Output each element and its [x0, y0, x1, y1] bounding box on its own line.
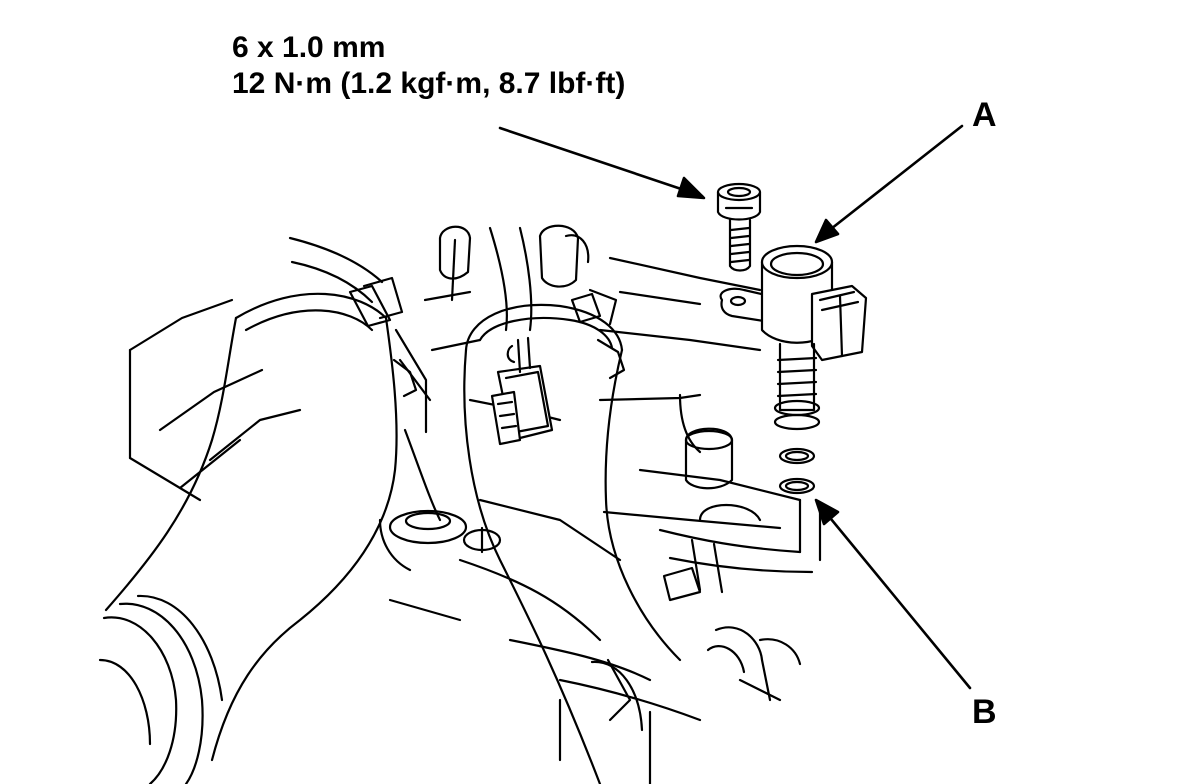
solenoid-arrowhead: [814, 218, 840, 244]
o-rings: [778, 447, 816, 495]
torque-value-label: 12 N·m (1.2 kgf·m, 8.7 lbf·ft): [232, 67, 626, 100]
solenoid: [719, 244, 868, 431]
callout-a-label: A: [972, 96, 997, 134]
leader-arrows: [498, 124, 972, 690]
callout-b-label: B: [972, 693, 997, 731]
engine-background: [128, 224, 802, 784]
o-ring-arrowhead: [814, 498, 840, 526]
bolt: [716, 182, 762, 272]
wire-connector: [490, 336, 554, 446]
mount-boss: [684, 427, 762, 522]
bolt-size-label: 6 x 1.0 mm: [232, 31, 386, 64]
o-ring-leader-arrow: [820, 506, 972, 690]
bottom-bracket: [590, 626, 802, 732]
lower-hose: [658, 498, 822, 602]
intake-hose: [98, 276, 418, 784]
center-hose: [463, 288, 682, 784]
bolt-leader-arrow: [498, 126, 704, 198]
solenoid-leader-arrow: [820, 124, 964, 238]
torque-spec: 6 x 1.0 mm 12 N·m (1.2 kgf·m, 8.7 lbf·ft…: [232, 30, 625, 102]
bolt-arrowhead: [676, 176, 706, 200]
